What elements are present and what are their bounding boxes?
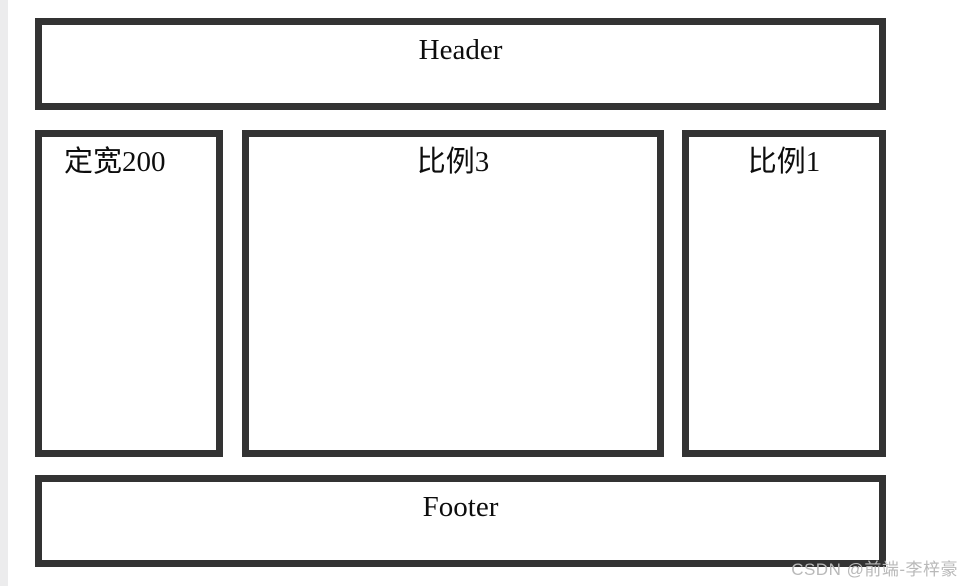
flex-3-column: 比例3 [242, 130, 664, 457]
csdn-watermark: CSDN @前端-李梓豪 [791, 560, 958, 579]
header-label: Header [418, 34, 503, 66]
page-left-edge [0, 0, 8, 586]
fixed-width-column-label: 定宽200 [64, 146, 166, 178]
footer-box: Footer [35, 475, 886, 567]
flex-3-column-label: 比例3 [416, 146, 490, 178]
flex-1-column: 比例1 [682, 130, 886, 457]
header-box: Header [35, 18, 886, 110]
footer-label: Footer [422, 491, 499, 523]
fixed-width-column: 定宽200 [35, 130, 223, 457]
columns-row: 定宽200 比例3 比例1 [35, 130, 886, 457]
flex-1-column-label: 比例1 [747, 146, 821, 178]
